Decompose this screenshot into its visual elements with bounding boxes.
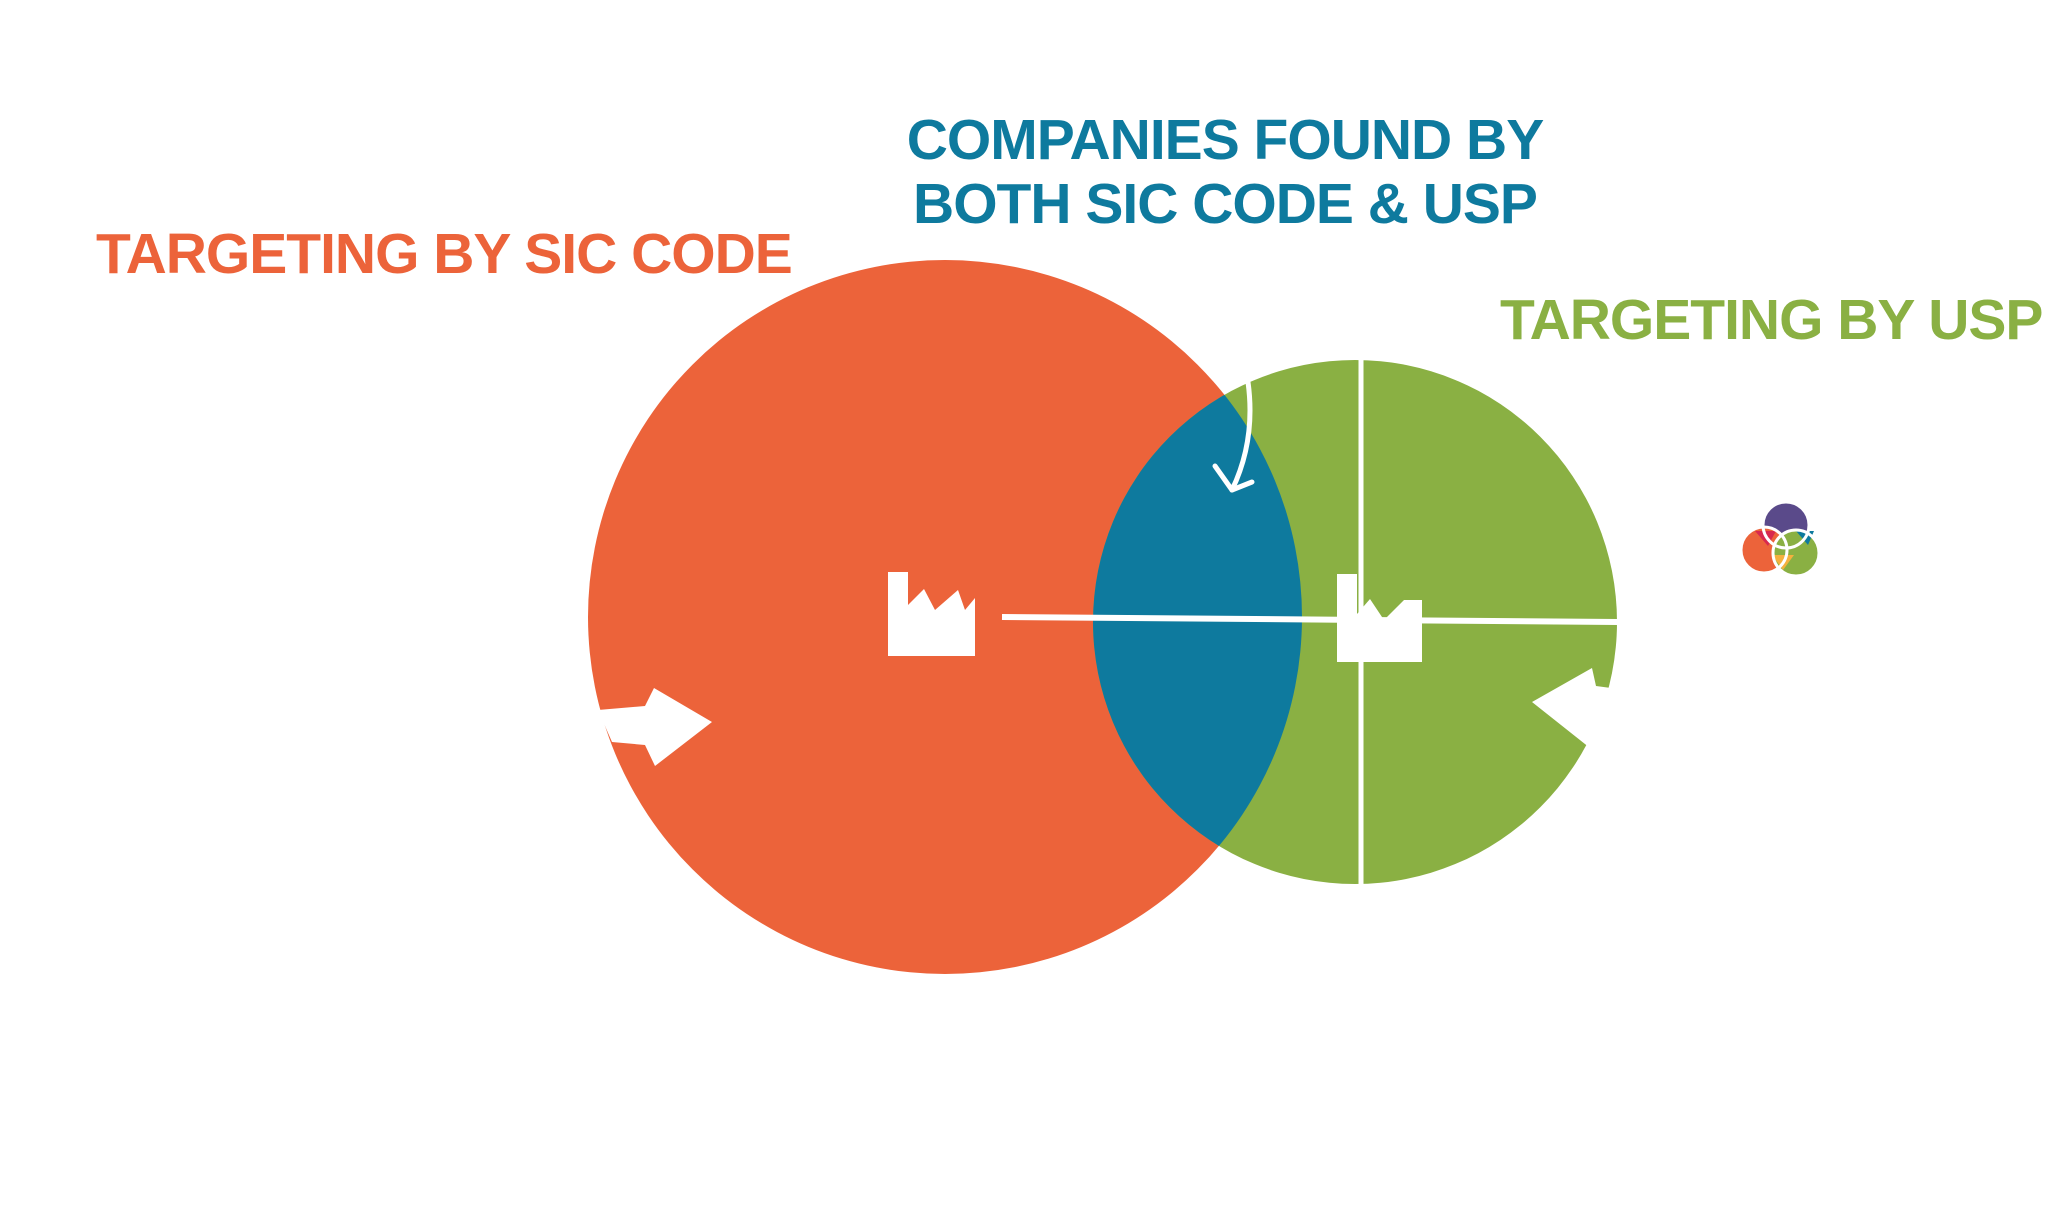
curved-arrow-icon [1212,379,1255,493]
overlap-label-line2: BOTH SIC CODE & USP [913,172,1538,236]
sic-label: TARGETING BY SIC CODE [96,222,793,286]
overlap-label-line1: COMPANIES FOUND BY [906,108,1544,172]
factory-icon [888,572,975,656]
overlap-region [1093,360,1302,884]
logo-icon [1739,500,1821,578]
factory-icon [1337,574,1422,662]
arrow-icon [1532,668,1611,748]
arrow-icon [598,688,712,766]
usp-label: TARGETING BY USP [1500,288,2043,352]
overlap-label: COMPANIES FOUND BY BOTH SIC CODE & USP [860,108,1590,236]
